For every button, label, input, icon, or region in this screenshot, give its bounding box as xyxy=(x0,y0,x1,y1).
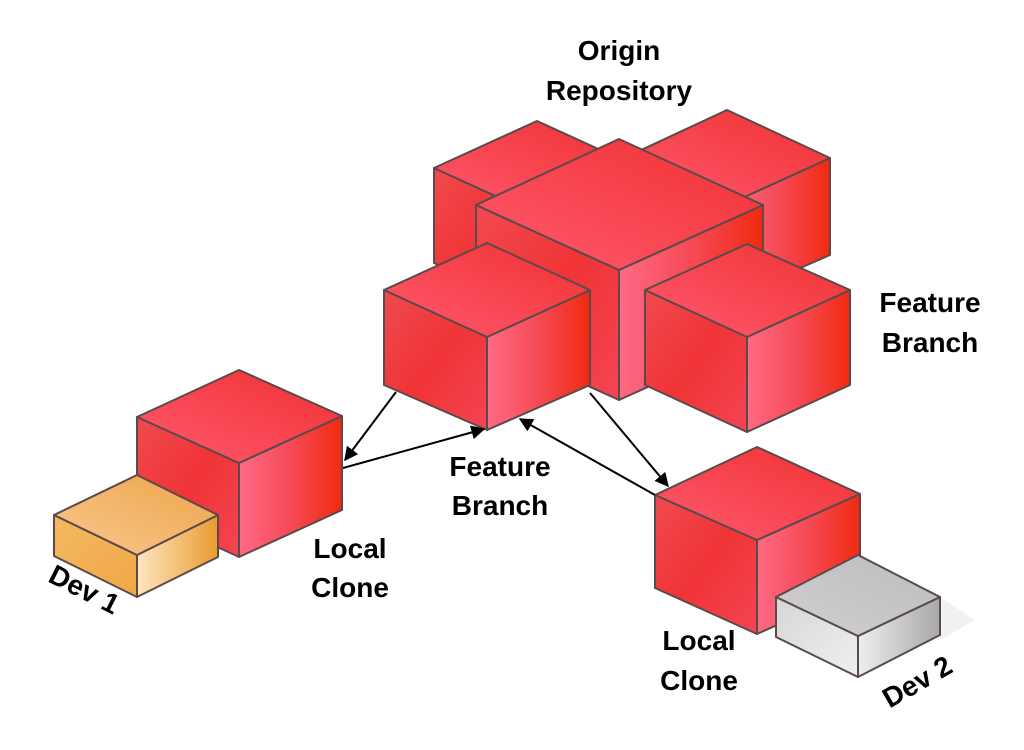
arrow-clone2-to-feature xyxy=(518,418,656,496)
label-feature-mid-line2: Branch xyxy=(452,490,548,521)
label-feature-mid-line1: Feature xyxy=(449,451,550,482)
label-origin-line2: Repository xyxy=(546,75,693,106)
label-feature-right-line2: Branch xyxy=(882,327,978,358)
dev2-box[interactable] xyxy=(775,554,975,678)
label-feature-right-line1: Feature xyxy=(879,287,980,318)
label-clone2-line2: Clone xyxy=(660,665,738,696)
label-clone1-line2: Clone xyxy=(311,572,389,603)
label-clone1-line1: Local xyxy=(313,533,386,564)
label-clone2-line1: Local xyxy=(662,625,735,656)
label-origin-line1: Origin xyxy=(578,35,660,66)
arrows xyxy=(342,391,669,496)
arrow-clone1-to-feature xyxy=(342,425,486,469)
origin-repository xyxy=(383,109,851,433)
arrow-feature-to-clone1 xyxy=(344,391,397,462)
cube-feature-branch-left[interactable] xyxy=(383,242,591,431)
cube-feature-branch-right[interactable] xyxy=(644,243,851,433)
arrow-feature-to-clone2 xyxy=(589,392,669,488)
dev1-box[interactable] xyxy=(53,474,219,598)
